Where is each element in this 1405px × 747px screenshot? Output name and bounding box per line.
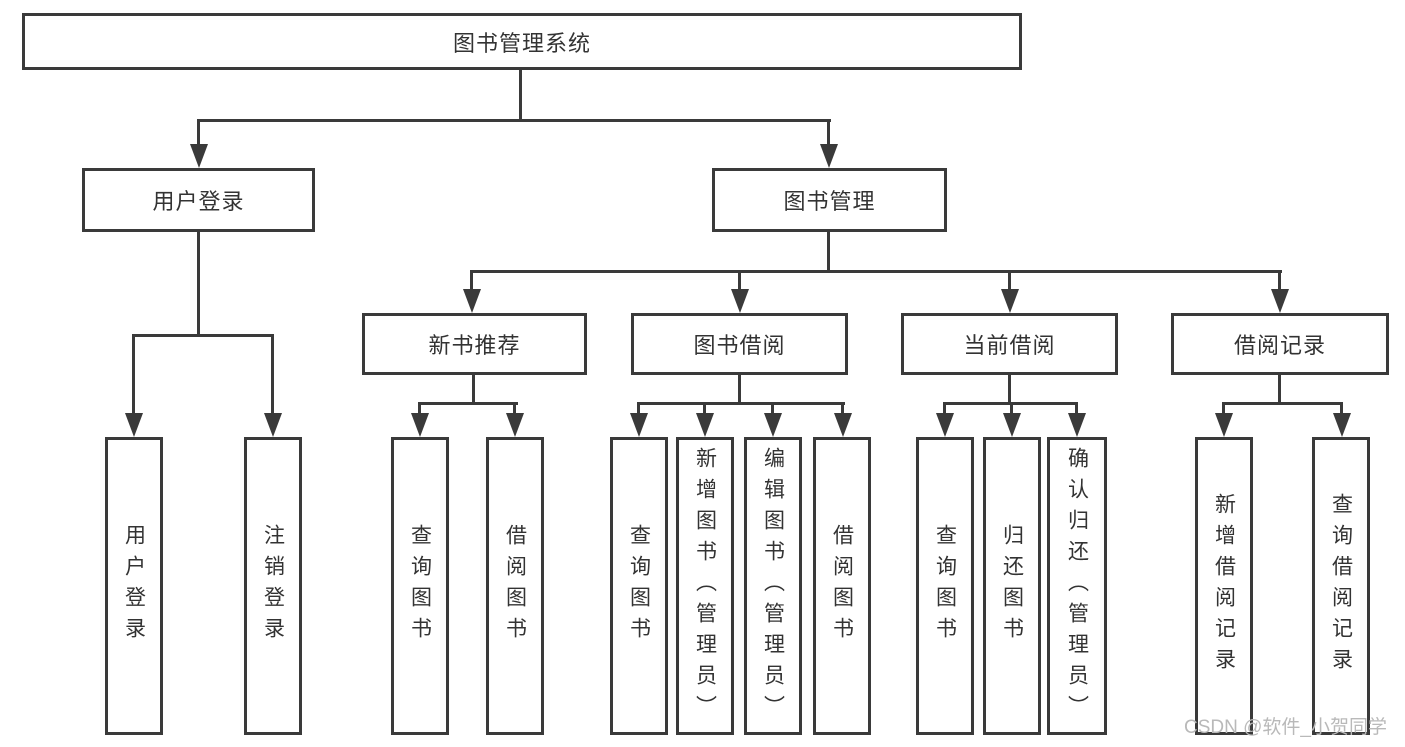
node-leaf-logout: 注销登录: [244, 437, 302, 735]
connector-root-drop-left: [197, 119, 200, 148]
connector-newbookrec-drop-2: [513, 402, 516, 415]
node-leaf-borrow-books-rec: 借阅图书: [486, 437, 544, 735]
node-new-book-recommend: 新书推荐: [362, 313, 587, 375]
connector-bookborrow-drop-2: [703, 402, 706, 415]
connector-bookmgmt-branch: [470, 270, 1282, 273]
connector-root-stem: [519, 70, 522, 121]
connector-bookmgmt-drop-2: [738, 270, 741, 291]
node-leaf-add-borrow-record: 新增借阅记录: [1195, 437, 1253, 735]
arrow-to-br-query: [1333, 413, 1351, 437]
connector-borrowrecord-drop-2: [1340, 402, 1343, 415]
arrow-to-bb-add: [696, 413, 714, 437]
connector-bookborrow-stem: [738, 375, 741, 405]
arrow-to-nb-borrow: [506, 413, 524, 437]
connector-bookborrow-drop-3: [771, 402, 774, 415]
connector-newbookrec-branch: [418, 402, 518, 405]
arrow-to-cb-query: [936, 413, 954, 437]
connector-bookmgmt-stem: [827, 232, 830, 273]
node-user-login: 用户登录: [82, 168, 315, 232]
connector-newbookrec-stem: [472, 375, 475, 405]
connector-curborrow-stem: [1008, 375, 1011, 405]
node-book-borrow: 图书借阅: [631, 313, 848, 375]
connector-bookborrow-drop-4: [841, 402, 844, 415]
arrow-to-cb-return: [1003, 413, 1021, 437]
arrow-to-cb-confirm: [1068, 413, 1086, 437]
connector-bookmgmt-drop-3: [1008, 270, 1011, 291]
arrow-to-leaf-logout: [264, 413, 282, 437]
node-borrow-record: 借阅记录: [1171, 313, 1389, 375]
csdn-watermark: CSDN @软件_小贺同学: [1184, 717, 1387, 738]
node-leaf-edit-books-admin: 编辑图书（管理员）: [744, 437, 802, 735]
connector-bookmgmt-drop-1: [470, 270, 473, 291]
connector-userlogin-branch: [132, 334, 274, 337]
connector-root-drop-right: [827, 119, 830, 148]
arrow-to-bb-edit: [764, 413, 782, 437]
connector-userlogin-drop-right: [271, 334, 274, 415]
node-library-management-system: 图书管理系统: [22, 13, 1022, 70]
connector-bookmgmt-drop-4: [1278, 270, 1281, 291]
connector-bookborrow-branch: [637, 402, 845, 405]
arrow-to-current-borrow: [1001, 289, 1019, 313]
connector-root-branch: [197, 119, 831, 122]
node-leaf-query-books-rec: 查询图书: [391, 437, 449, 735]
connector-curborrow-drop-2: [1010, 402, 1013, 415]
connector-borrowrecord-drop-1: [1222, 402, 1225, 415]
node-leaf-query-books-cur: 查询图书: [916, 437, 974, 735]
node-book-management: 图书管理: [712, 168, 947, 232]
connector-borrowrecord-branch: [1222, 402, 1343, 405]
node-leaf-query-books: 查询图书: [610, 437, 668, 735]
node-current-borrow: 当前借阅: [901, 313, 1118, 375]
arrow-to-br-add: [1215, 413, 1233, 437]
connector-curborrow-drop-3: [1075, 402, 1078, 415]
connector-bookborrow-drop-1: [637, 402, 640, 415]
arrow-to-book-management: [820, 144, 838, 168]
node-leaf-user-login: 用户登录: [105, 437, 163, 735]
arrow-to-new-book-recommend: [463, 289, 481, 313]
node-leaf-return-books: 归还图书: [983, 437, 1041, 735]
arrow-to-user-login: [190, 144, 208, 168]
arrow-to-nb-query: [411, 413, 429, 437]
connector-newbookrec-drop-1: [418, 402, 421, 415]
arrow-to-borrow-record: [1271, 289, 1289, 313]
node-leaf-query-borrow-record: 查询借阅记录: [1312, 437, 1370, 735]
connector-borrowrecord-stem: [1278, 375, 1281, 405]
connector-userlogin-stem: [197, 232, 200, 337]
arrow-to-leaf-login: [125, 413, 143, 437]
arrow-to-bb-borrow: [834, 413, 852, 437]
node-leaf-borrow-books: 借阅图书: [813, 437, 871, 735]
arrow-to-book-borrow: [731, 289, 749, 313]
arrow-to-bb-query: [630, 413, 648, 437]
node-leaf-add-books-admin: 新增图书（管理员）: [676, 437, 734, 735]
connector-userlogin-drop-left: [132, 334, 135, 415]
connector-curborrow-drop-1: [943, 402, 946, 415]
node-leaf-confirm-return-admin: 确认归还（管理员）: [1047, 437, 1107, 735]
